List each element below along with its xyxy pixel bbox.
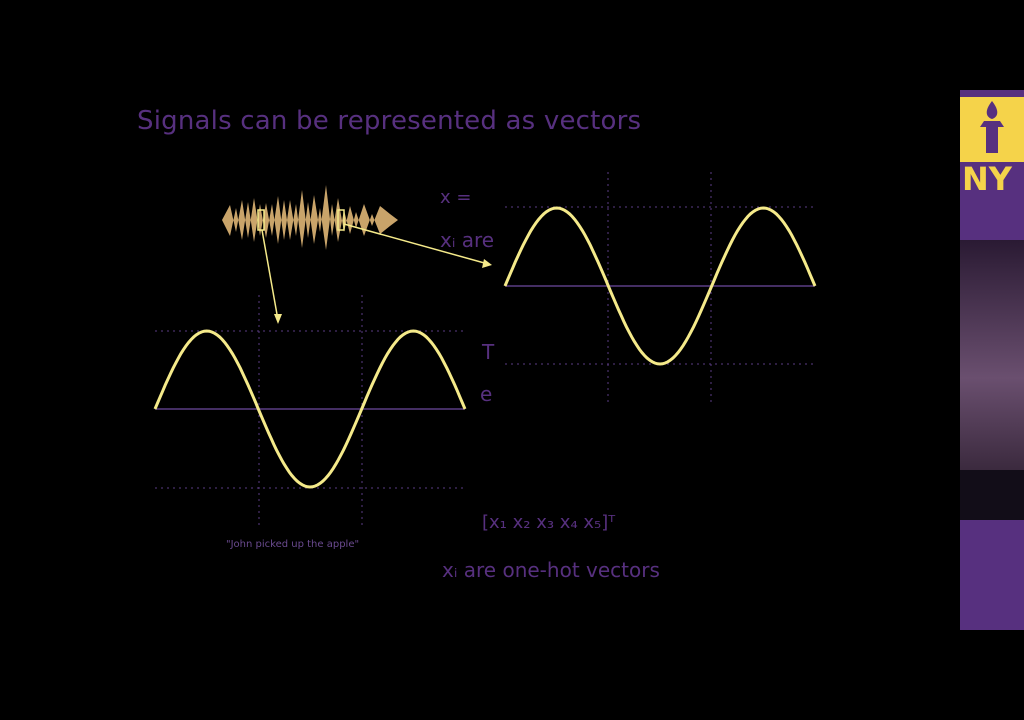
equation-line-2: xᵢ are bbox=[440, 228, 495, 252]
vector-expression: [x₁ x₂ x₃ x₄ x₅]ᵀ bbox=[482, 512, 616, 533]
audio-waveform bbox=[222, 185, 398, 250]
equation-line-1: x = bbox=[440, 187, 472, 208]
video-lower-band bbox=[960, 470, 1024, 520]
selection-box-1 bbox=[257, 209, 265, 231]
connector-arrows bbox=[261, 223, 492, 324]
sine-plot-left bbox=[153, 295, 467, 528]
text-line-3: T bbox=[482, 340, 495, 364]
sentence-caption: "John picked up the apple" bbox=[226, 539, 360, 550]
speaker-video bbox=[960, 240, 1024, 470]
slide-title: Signals can be represented as vectors bbox=[137, 106, 642, 136]
onehot-line: xᵢ are one-hot vectors bbox=[442, 558, 660, 582]
torch-icon bbox=[960, 97, 1024, 162]
selection-box-2 bbox=[337, 209, 345, 231]
logo-text: NY bbox=[962, 160, 1012, 198]
text-line-4: e bbox=[480, 382, 493, 406]
sine-plot-right bbox=[503, 172, 817, 402]
